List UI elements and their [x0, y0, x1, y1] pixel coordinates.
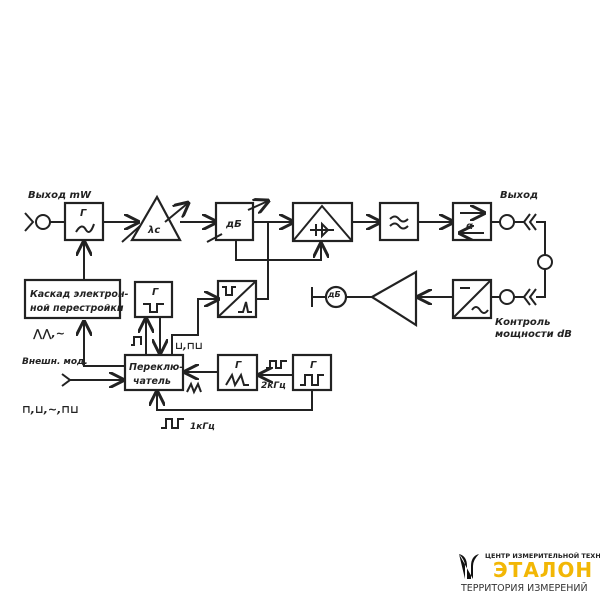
- svg-text:Г: Г: [235, 360, 242, 371]
- switch-output-waveforms: ⊔,⊓⊔: [175, 341, 203, 352]
- sawtooth-wave-icon: [186, 381, 202, 395]
- logo-top-text: ЦЕНТР ИЗМЕРИТЕЛЬНОЙ ТЕХНИКИ: [485, 552, 600, 560]
- pulse-wave-icon: [131, 336, 142, 346]
- svg-text:Г: Г: [310, 360, 317, 371]
- tuning-cascade-block: Каскад электрон- ной перестройки: [23, 278, 129, 320]
- converter-block: [216, 279, 258, 319]
- svg-text:Каскад электрон-: Каскад электрон-: [30, 289, 129, 300]
- svg-text:Г: Г: [80, 208, 87, 219]
- resonator-block: λc: [121, 194, 188, 243]
- ext-mod-waveforms: ⊓,⊔,∼,⊓⊔: [22, 403, 79, 416]
- amplifier-block: [369, 270, 418, 328]
- square-wave-1k-icon: [161, 418, 184, 429]
- svg-text:дБ: дБ: [225, 219, 242, 230]
- etalon-logo: ЦЕНТР ИЗМЕРИТЕЛЬНОЙ ТЕХНИКИ ЭТАЛОН ТЕРРИ…: [455, 548, 600, 598]
- lowpass-filter-block: [378, 201, 420, 242]
- db-meter: дБ: [311, 285, 348, 309]
- svg-text:ной перестройки: ной перестройки: [30, 303, 124, 314]
- output-mw-label: Выход mW: [28, 190, 92, 201]
- square-generator-block: Г: [291, 353, 333, 392]
- cascade-waveforms: ⋀⋀,∼: [33, 327, 65, 340]
- logo-mark-icon: [459, 554, 479, 579]
- isolator-block: α: [451, 201, 493, 242]
- svg-text:Г: Г: [152, 287, 159, 298]
- square-wave-2k-icon: [266, 360, 287, 369]
- output-label: Выход: [500, 190, 538, 201]
- switch-block: Переклю- чатель: [123, 353, 185, 392]
- generator-block: Г: [63, 201, 105, 242]
- sawtooth-generator-block: Г: [216, 353, 259, 392]
- freq-2k-label: 2кГц: [261, 381, 286, 391]
- logo-name: ЭТАЛОН: [493, 558, 594, 582]
- svg-text:Переклю-: Переклю-: [129, 362, 183, 373]
- power-control-label: Контроль: [495, 317, 550, 328]
- power-control-label-2: мощности dB: [495, 329, 572, 340]
- output-mw-connector: [24, 212, 65, 232]
- detector-block: [451, 278, 493, 320]
- svg-text:λc: λc: [147, 225, 160, 236]
- ext-mod-label: Внешн. мод.: [22, 357, 88, 367]
- pulse-generator-block: Г: [133, 280, 174, 319]
- svg-text:чатель: чатель: [133, 376, 171, 387]
- freq-1k-label: 1кГц: [190, 422, 215, 432]
- logo-tagline: ТЕРРИТОРИЯ ИЗМЕРЕНИЙ: [461, 583, 588, 594]
- modulator-block: [291, 201, 354, 243]
- svg-text:α: α: [466, 221, 473, 232]
- output-connector: [491, 213, 553, 306]
- svg-text:дБ: дБ: [327, 290, 341, 299]
